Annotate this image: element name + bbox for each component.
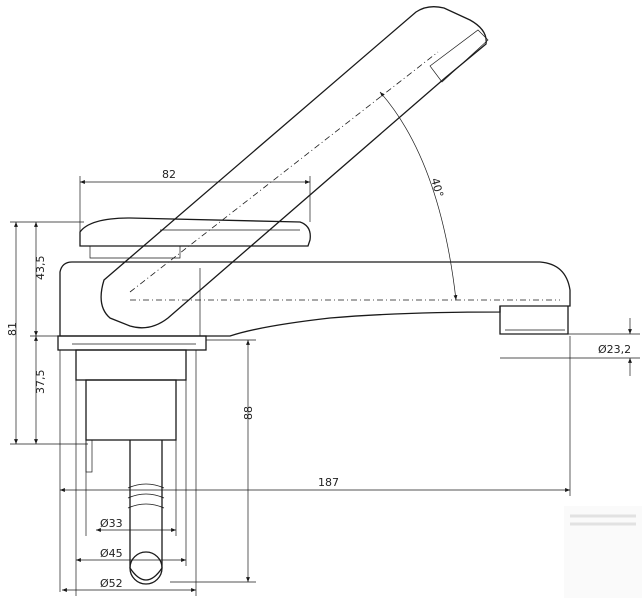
dim-label-37-5: 37,5 [34,370,47,395]
dim-length: 187 [59,336,571,592]
dim-angle: 40° [379,91,458,301]
faucet-body [59,261,571,337]
dim-label-82: 82 [162,168,176,181]
dim-bottom-diameters: Ø33 Ø45 Ø52 [62,350,197,596]
lower-cylinder [75,349,187,473]
lever-handle [100,6,489,329]
dim-label-23-2: Ø23,2 [598,343,631,356]
dim-left-verticals: 81 43,5 37,5 [6,221,88,445]
dim-label-52: Ø52 [100,577,123,590]
dim-top-width: 82 [79,168,311,232]
dim-label-angle: 40° [428,177,446,199]
dim-label-187: 187 [318,476,339,489]
dim-label-33: Ø33 [100,517,123,530]
dim-depth: 88 [170,339,256,583]
base-flange [57,335,207,351]
threaded-shank [127,440,165,585]
dim-label-43-5: 43,5 [34,256,47,281]
watermark [564,506,642,598]
dim-label-88: 88 [242,406,255,420]
dim-spout-diameter: Ø23,2 [500,318,640,376]
dim-label-81: 81 [6,322,19,336]
handle-cap [79,217,311,259]
dim-label-45: Ø45 [100,547,123,560]
